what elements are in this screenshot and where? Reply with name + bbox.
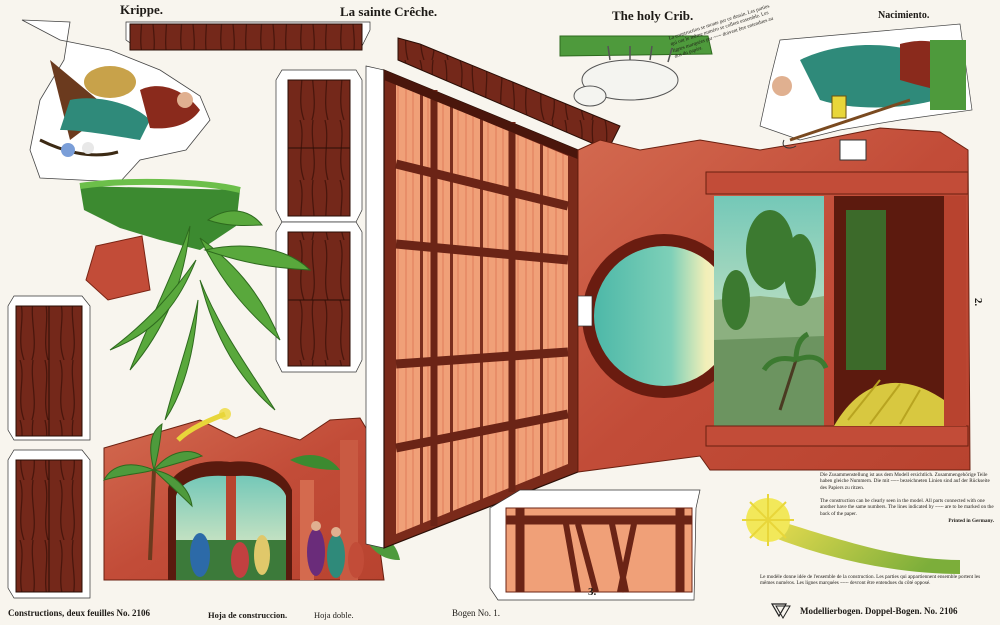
note-english: The construction can be clearly seen in … bbox=[820, 498, 994, 517]
title-french: La sainte Crêche. bbox=[340, 4, 438, 19]
footer-hoja: Hoja de construccion. bbox=[208, 610, 288, 620]
star-comet-cutout bbox=[742, 494, 960, 574]
wood-panel-lower bbox=[275, 221, 363, 373]
gate-cutout bbox=[489, 489, 701, 601]
panel-number-2: 2. bbox=[972, 297, 985, 307]
stable-front-cutout bbox=[103, 408, 400, 581]
footer-hoja-doble: Hoja doble. bbox=[314, 610, 354, 620]
wood-panel-upper bbox=[275, 69, 363, 223]
palm-leaves-cutout bbox=[79, 178, 312, 421]
footer-modellierbogen: Modellierbogen. Doppel-Bogen. No. 2106 bbox=[800, 606, 958, 616]
folding-door-panel bbox=[365, 37, 621, 549]
title-spanish: Nacimiento. bbox=[878, 10, 930, 21]
title-english: The holy Crib. bbox=[612, 8, 694, 23]
sheep-cutout bbox=[559, 35, 713, 107]
panel-number-3: 3. bbox=[588, 586, 597, 598]
footer-constructions: Constructions, deux feuilles No. 2106 bbox=[8, 608, 151, 618]
note-printed: Printed in Germany. bbox=[948, 518, 994, 524]
figure-cutout-kneeling bbox=[21, 19, 211, 183]
title-german: Krippe. bbox=[120, 2, 163, 17]
note-german: Die Zusammenstellung ist aus dem Modell … bbox=[820, 472, 990, 491]
stable-back-wall bbox=[577, 127, 971, 473]
wood-panel-left-bottom bbox=[7, 449, 91, 599]
note-french-bottom: Le modèle donne idée de l'ensemble de la… bbox=[760, 574, 981, 587]
publisher-logo bbox=[770, 603, 791, 619]
shepherd-cutout bbox=[759, 23, 973, 149]
footer-bogen: Bogen No. 1. bbox=[452, 608, 500, 618]
wood-strip-top bbox=[125, 21, 371, 51]
wood-panel-left-top bbox=[7, 295, 91, 441]
